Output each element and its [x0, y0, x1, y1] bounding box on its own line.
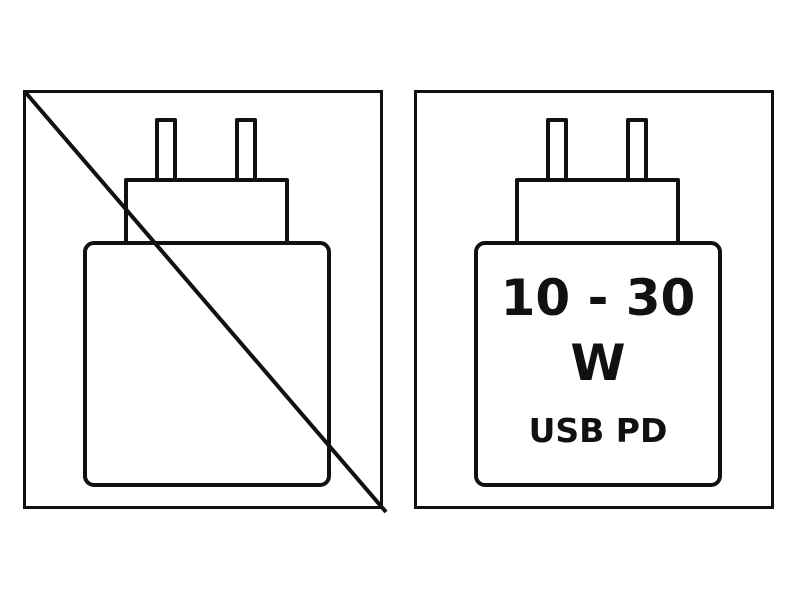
charger-not-included-icon [24, 91, 388, 514]
charger-body [474, 241, 722, 487]
charger-not-included-panel [23, 90, 388, 514]
charger-prong-left [155, 118, 177, 182]
charger-body [83, 241, 331, 487]
power-range-label: 10 - 30 [500, 269, 696, 327]
usb-pd-charger-panel: 10 - 30 W USB PD [414, 90, 774, 509]
charger-prong-right [235, 118, 257, 182]
charger-prong-left [546, 118, 568, 182]
charger-neck [515, 178, 680, 245]
usb-pd-charger-icon [474, 118, 722, 487]
charger-neck [124, 178, 289, 245]
power-unit-label: W [570, 334, 626, 392]
charger-prong-right [626, 118, 648, 182]
strike-through-line [24, 91, 388, 514]
usb-pd-label: USB PD [528, 411, 668, 450]
